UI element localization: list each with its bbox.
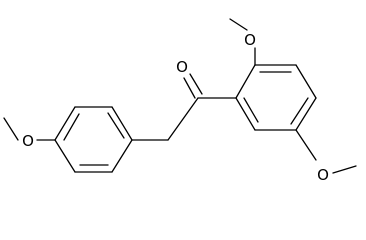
molecule-diagram: O O O O: [3, 18, 357, 184]
ring-right-bond-3: [295, 64, 317, 99]
methylene-bond-1: [167, 97, 199, 141]
ring-left-bond-3: [54, 106, 76, 141]
methylene-bridge: [131, 97, 199, 141]
methoxy-bottom-right-oxygen-label: O: [317, 166, 329, 184]
methoxy-top-bond-methyl: [229, 18, 248, 31]
left-benzene-ring: [54, 106, 133, 173]
carbonyl-oxygen-label: O: [176, 58, 188, 76]
methoxy-top: O: [229, 18, 256, 66]
methoxy-left-bond-methyl: [3, 117, 19, 141]
methoxy-left: O: [3, 117, 56, 150]
right-benzene-ring: [235, 64, 317, 131]
carbonyl-double-bond-b: [189, 73, 203, 95]
ring-left-bond-1-inner: [107, 112, 125, 139]
methoxy-top-oxygen-label: O: [244, 31, 256, 49]
methoxy-bottom-right-bond-ring: [295, 129, 317, 161]
ring-left-bond-6: [111, 139, 133, 173]
ring-right-bond-6-inner: [243, 97, 259, 123]
methoxy-left-oxygen-label: O: [22, 132, 34, 150]
methoxy-bottom-right-bond-methyl: [332, 165, 357, 174]
carbonyl-group: O: [176, 58, 237, 99]
ring-left-bond-4: [54, 139, 76, 173]
ring-right-bond-1: [235, 64, 256, 99]
ring-right-bond-4: [295, 97, 317, 131]
ring-left-bond-1: [111, 106, 133, 141]
ring-right-bond-6: [235, 97, 256, 131]
carbonyl-double-bond-a: [183, 77, 196, 99]
ring-left-bond-3-inner: [63, 113, 80, 141]
methoxy-bottom-right: O: [295, 129, 357, 184]
ring-right-bond-4-inner: [290, 97, 309, 125]
